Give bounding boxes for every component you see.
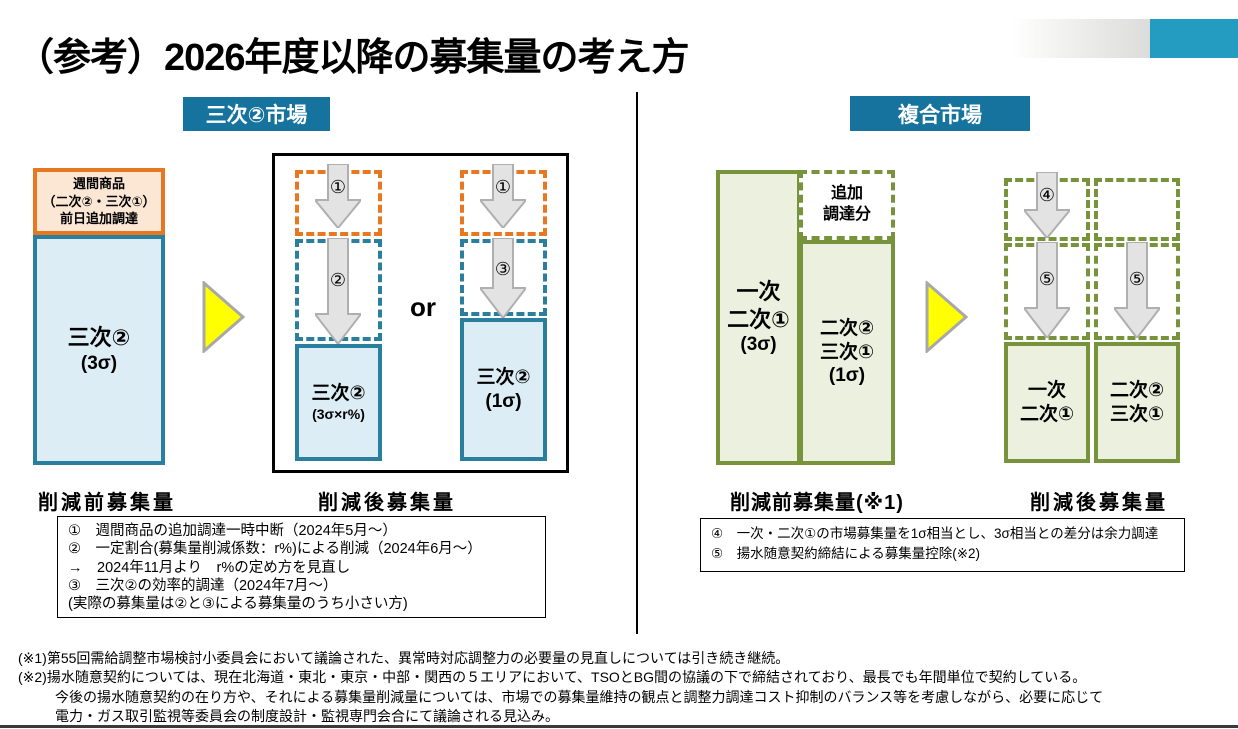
arrow-number: ④ [1038,185,1056,205]
option-b-result-bar: 三次② (1σ) [460,318,547,461]
weekly-product-line1: 週間商品 [72,176,125,192]
note-line: ⑤ 揚水随意契約締結による募集量控除(※2) [711,546,981,562]
after-col2-label1: 二次② [1109,379,1165,401]
footnote-line: 電力・ガス取引監視等委員会の制度設計・監視専門会合にて議論される見込み。 [55,707,559,724]
after-col1-result-bar: 一次 二次① [1004,342,1090,463]
after-col1-label1: 一次 [1027,379,1066,401]
additional-procurement-label1: 追加 [830,185,863,203]
down-arrow-icon: ④ [1024,172,1070,238]
footnote-line: (※2)揚水随意契約については、現在北海道・東北・東京・中部・関西の５エリアにお… [18,669,1087,686]
after-col2-empty-box [1094,178,1180,241]
caption-after-left: 削減後募集量 [318,492,456,514]
arrow-number: ① [329,177,347,197]
header-gradient-bar [1012,19,1150,58]
notes-box-right: ④ 一次・二次①の市場募集量を1σ相当とし、3σ相当との差分は余力調達 ⑤ 揚水… [700,518,1185,572]
caption-after-right: 削減後募集量 [1030,492,1168,514]
option-b-result-label1: 三次② [476,366,531,388]
caption-before-left: 削減前募集量 [38,492,176,514]
option-a-result-label1: 三次② [311,382,366,404]
weekly-product-box: 週間商品 （二次②・三次①） 前日追加調達 [33,168,165,235]
before-bar2-label1: 二次② [819,317,875,339]
after-col1-label2: 二次① [1019,403,1075,425]
or-label: or [410,292,436,322]
before-bar2-label2: 三次① [819,341,875,363]
note-line: ① 週間商品の追加調達一時中断（2024年5月～） [68,523,397,539]
header-accent-block [1150,19,1238,58]
page-title: （参考）2026年度以降の募集量の考え方 [16,37,690,79]
section-divider [636,92,638,634]
down-arrow-icon: ② [315,238,361,344]
weekly-product-line3: 前日追加調達 [59,211,138,227]
secondary2-tertiary1-before-bar: 二次② 三次① (1σ) [799,240,895,465]
down-arrow-icon: ① [480,164,526,228]
reduction-options-frame: 三次② (3σ×r%) ① ② or 三次② (1σ) ① [272,153,569,473]
footnote-line: (※1)第55回需給調整市場検討小委員会において議論された、異常時対応調整力の必… [18,650,790,666]
option-b-result-label2: (1σ) [485,390,522,412]
weekly-product-line2: （二次②・三次①） [42,193,156,209]
note-line: (実際の募集量は②と③による募集量のうち小さい方) [68,596,408,613]
before-bar2-label3: (1σ) [828,365,866,387]
option-a-result-bar: 三次② (3σ×r%) [295,344,382,461]
additional-procurement-box: 追加 調達分 [799,170,895,240]
before-bar1-label1: 一次 [736,279,781,305]
footnotes: (※1)第55回需給調整市場検討小委員会において議論された、異常時対応調整力の必… [18,649,1228,726]
tertiary2-before-label1: 三次② [67,325,131,351]
tertiary2-before-label2: (3σ) [80,352,118,374]
before-bar1-label2: 二次① [727,306,790,332]
tertiary2-before-bar: 三次② (3σ) [33,235,165,465]
option-a-result-label2: (3σ×r%) [312,405,365,422]
arrow-number: ⑤ [1128,269,1146,289]
footnote-line: 今後の揚水随意契約の在り方や、それによる募集量削減量については、市場での募集量維… [55,688,1104,705]
arrow-number: ⑤ [1038,269,1056,289]
additional-procurement-label2: 調達分 [822,206,871,223]
market-badge-composite: 複合市場 [850,96,1030,131]
down-arrow-icon: ⑤ [1114,242,1160,338]
note-line: → 2024年11月より r%の定め方を見直し [68,559,351,576]
note-line: ④ 一次・二次①の市場募集量を1σ相当とし、3σ相当との差分は余力調達 [711,526,1159,541]
down-arrow-icon: ① [315,164,361,228]
arrow-number: ② [329,270,347,290]
down-arrow-icon: ③ [480,238,526,318]
flow-arrow-icon [202,279,246,358]
flow-arrow-icon [925,279,969,358]
before-bar1-label3: (3σ) [740,334,777,356]
after-col2-result-bar: 二次② 三次① [1094,342,1180,463]
bottom-rule [0,725,1238,728]
notes-box-left: ① 週間商品の追加調達一時中断（2024年5月～） ② 一定割合(募集量削減係数… [57,516,546,618]
note-line: ② 一定割合(募集量削減係数：r%)による削減（2024年6月～） [68,541,482,558]
arrow-number: ① [494,177,512,197]
arrow-number: ③ [494,259,512,279]
after-col2-label2: 三次① [1109,403,1165,425]
down-arrow-icon: ⑤ [1024,242,1070,338]
market-badge-tertiary2: 三次②市場 [183,97,330,131]
caption-before-right: 削減前募集量(※1) [730,492,904,514]
note-line: ③ 三次②の効率的調達（2024年7月～） [68,577,338,594]
primary-secondary1-before-bar: 一次 二次① (3σ) [716,170,801,465]
